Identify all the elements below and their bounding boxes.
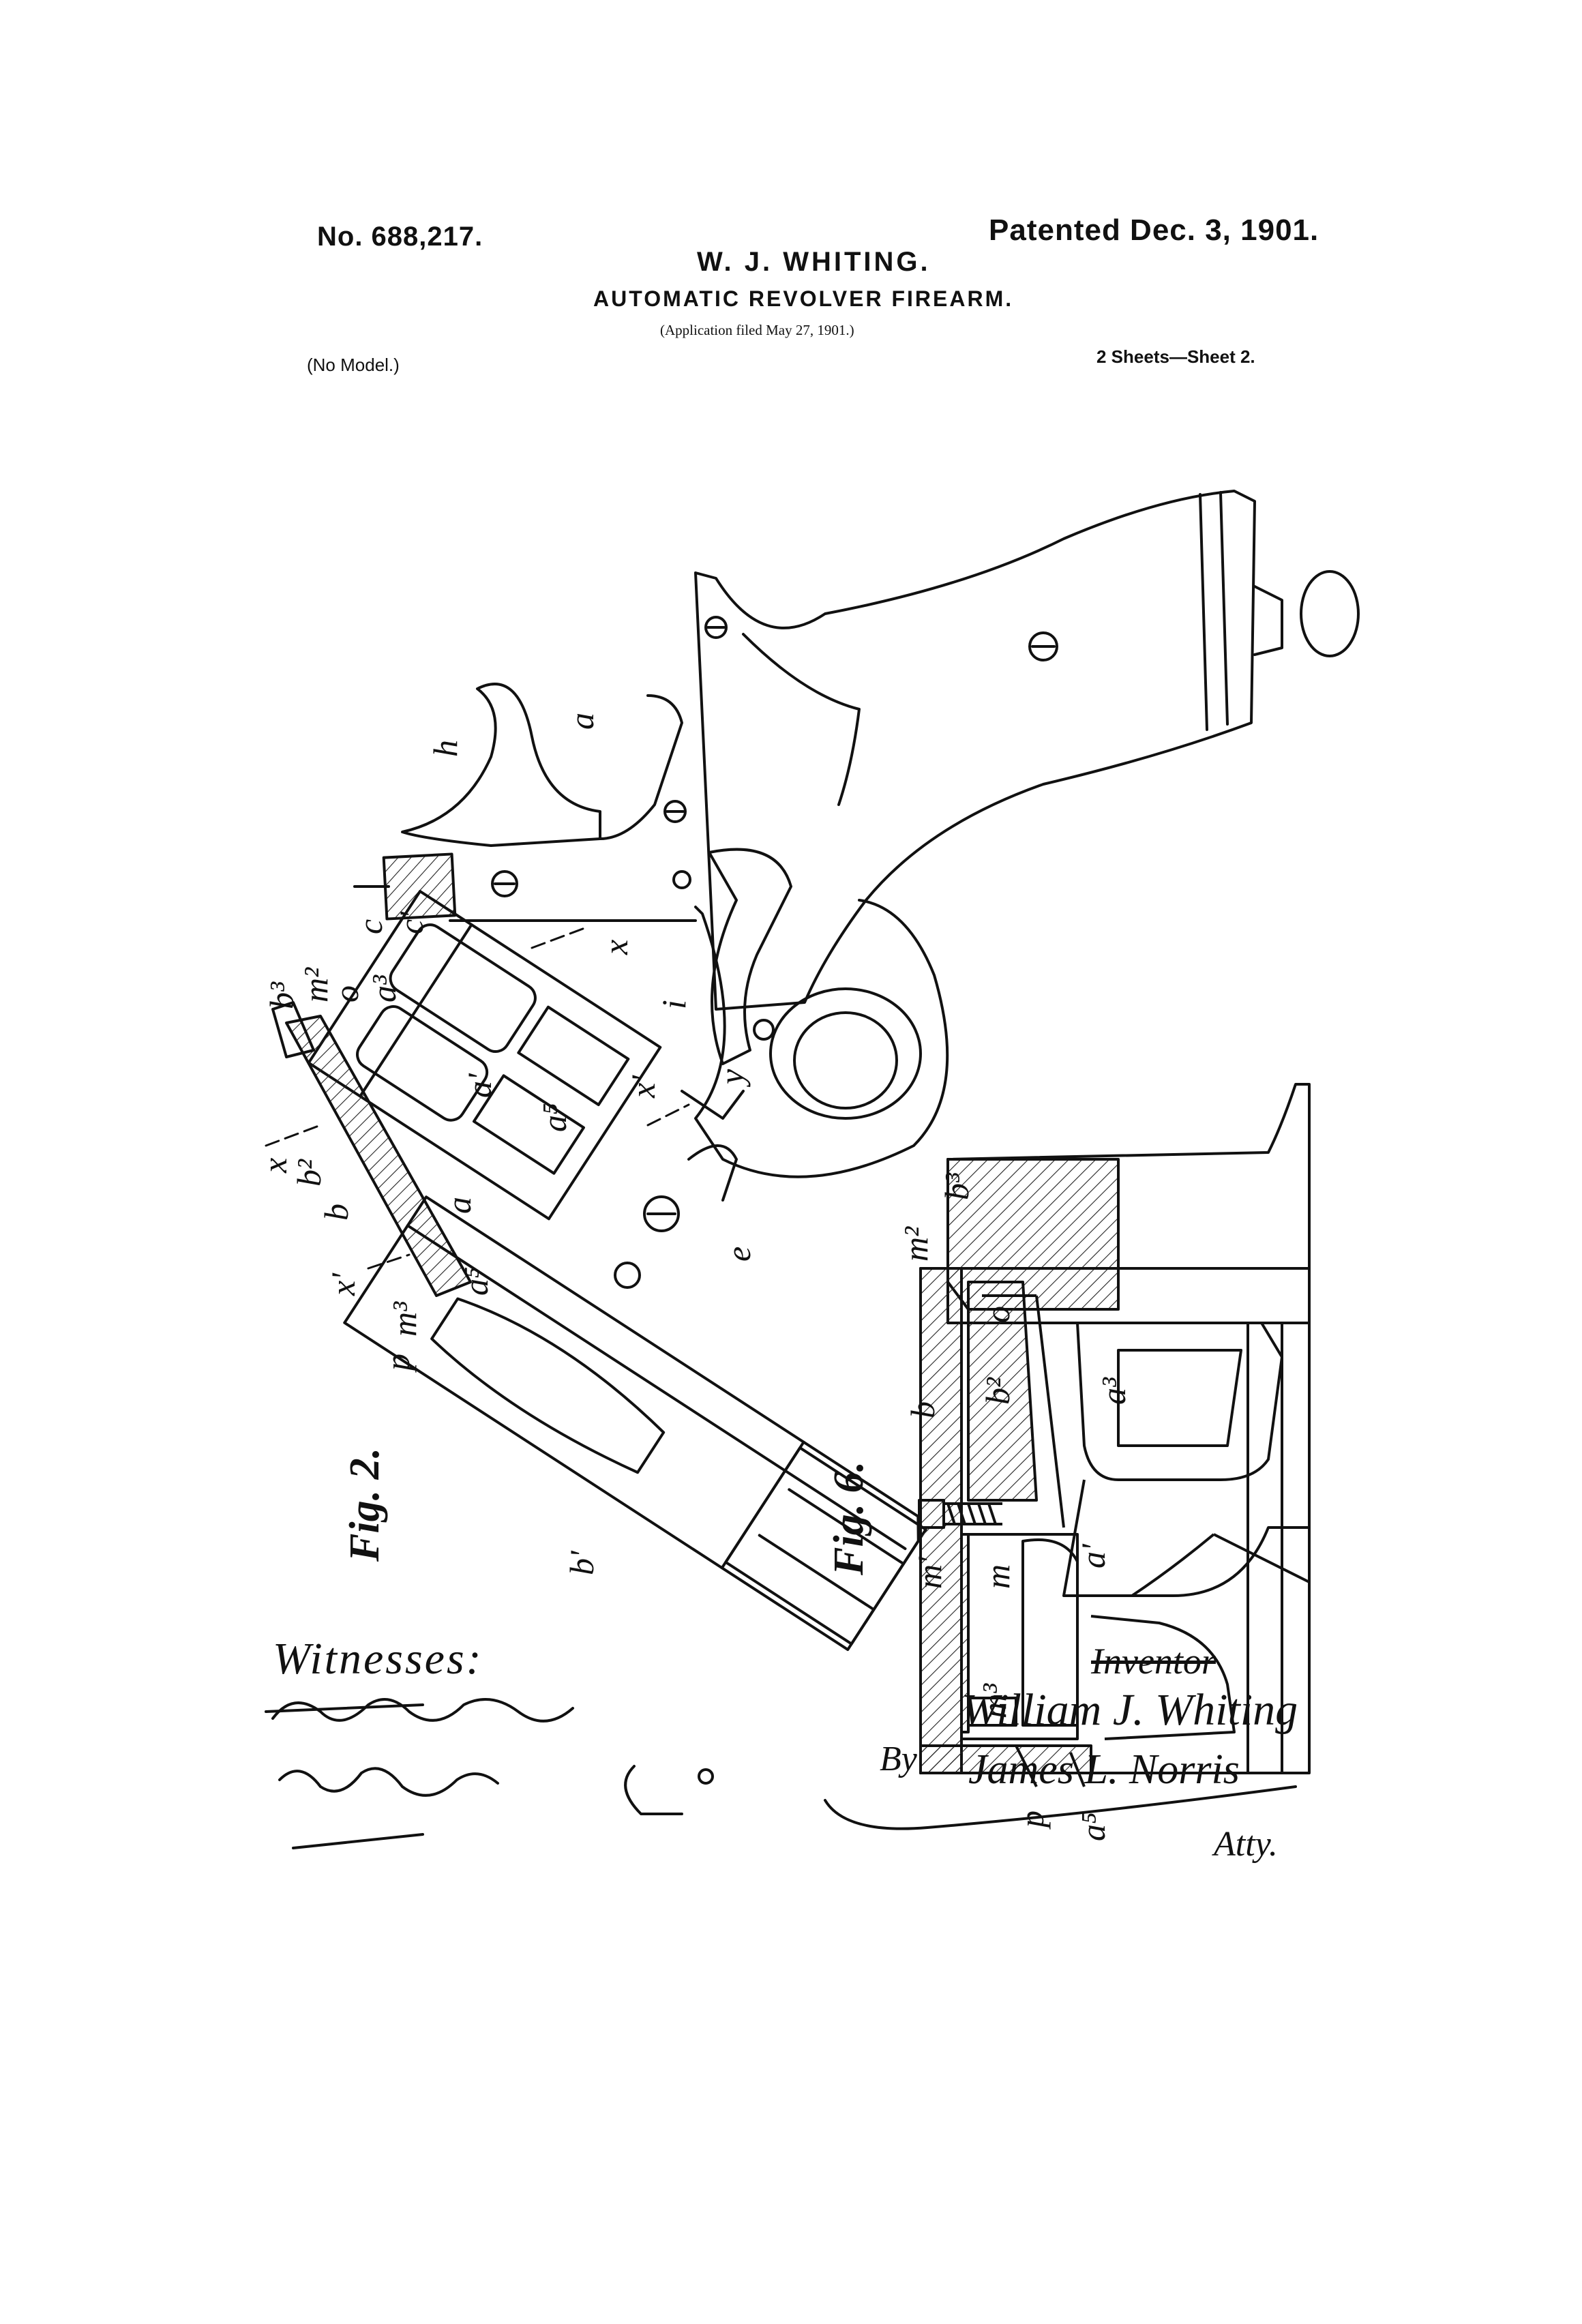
attorney-label: Atty. — [1214, 1825, 1278, 1864]
fig2-letter: b² — [290, 1159, 328, 1187]
fig2-letter: a — [440, 1197, 478, 1214]
fig2-letter: p — [378, 1354, 417, 1373]
fig6-section-drawing — [918, 1083, 1311, 1787]
fig6-label: Fig. 6. — [826, 1461, 872, 1575]
fig6-letter: m² — [897, 1226, 935, 1262]
fig2-letter: x — [256, 1158, 294, 1174]
fig6-letter: a³ — [1094, 1377, 1133, 1405]
fig6-letter: m' — [910, 1556, 949, 1589]
fig2-letter: e — [719, 1247, 758, 1262]
witnesses-label: Witnesses: — [273, 1634, 483, 1684]
inventor-signature: William J. Whiting — [961, 1685, 1298, 1735]
attorney-flourish — [824, 1785, 1297, 1830]
invention-title: AUTOMATIC REVOLVER FIREARM. — [593, 286, 1014, 311]
fig2-label: Fig. 2. — [342, 1447, 388, 1562]
fig2-letter: x — [597, 940, 635, 955]
fig2-letter: i — [655, 1000, 693, 1009]
fig6-reference-letters: m² b³ b b² o a³ a' m' m m³ p a⁵ — [897, 1172, 1133, 1841]
model-note: (No Model.) — [307, 355, 400, 375]
fig2-letter: m³ — [385, 1301, 423, 1337]
application-date: (Application filed May 27, 1901.) — [660, 322, 854, 338]
fig2-letter: b³ — [263, 981, 301, 1009]
fig6-letter: o — [979, 1306, 1017, 1323]
fig6-letter: b — [904, 1401, 942, 1418]
by-label: By — [880, 1740, 917, 1778]
fig6-letter: a' — [1074, 1543, 1112, 1568]
fig2-letter: m² — [297, 967, 335, 1002]
patent-date: Patented Dec. 3, 1901. — [989, 213, 1319, 247]
attorney-signature: James L. Norris — [968, 1746, 1240, 1793]
inventor-label: Inventor — [1091, 1641, 1216, 1682]
fig2-letter: a' — [460, 1073, 498, 1098]
fig6-letter: m³ — [975, 1683, 1013, 1718]
fig2-letter: a⁵ — [457, 1267, 495, 1296]
fig2-letter: x' — [324, 1272, 362, 1296]
fig2-letter: o — [327, 985, 365, 1002]
inventor-name: W. J. WHITING. — [697, 247, 931, 277]
fig6-letter: b² — [979, 1377, 1017, 1405]
fig6-letter: b³ — [938, 1172, 976, 1200]
fig2-letter: h — [426, 740, 464, 757]
fig2-letter: b' — [563, 1550, 601, 1575]
fig2-reference-letters: h a c c' b³ m² o a³ x i x' a' a⁵ y x b² … — [256, 713, 758, 1575]
fig6-letter: a⁵ — [1074, 1813, 1112, 1841]
fig2-revolver-drawing — [265, 490, 1360, 1815]
witness-signatures — [265, 1698, 574, 1849]
fig2-letter: c' — [392, 911, 430, 934]
sheet-info: 2 Sheets—Sheet 2. — [1096, 346, 1255, 367]
fig2-letter: a³ — [365, 974, 403, 1002]
fig2-letter: c — [351, 919, 389, 934]
fig2-letter: x' — [624, 1075, 662, 1099]
fig6-letter: m — [979, 1564, 1017, 1589]
patent-number: No. 688,217. — [317, 222, 483, 252]
fig2-letter: a — [563, 713, 601, 730]
fig2-letter: a⁵ — [535, 1103, 573, 1132]
fig2-letter: b — [317, 1204, 355, 1221]
fig2-letter: y — [713, 1069, 751, 1088]
